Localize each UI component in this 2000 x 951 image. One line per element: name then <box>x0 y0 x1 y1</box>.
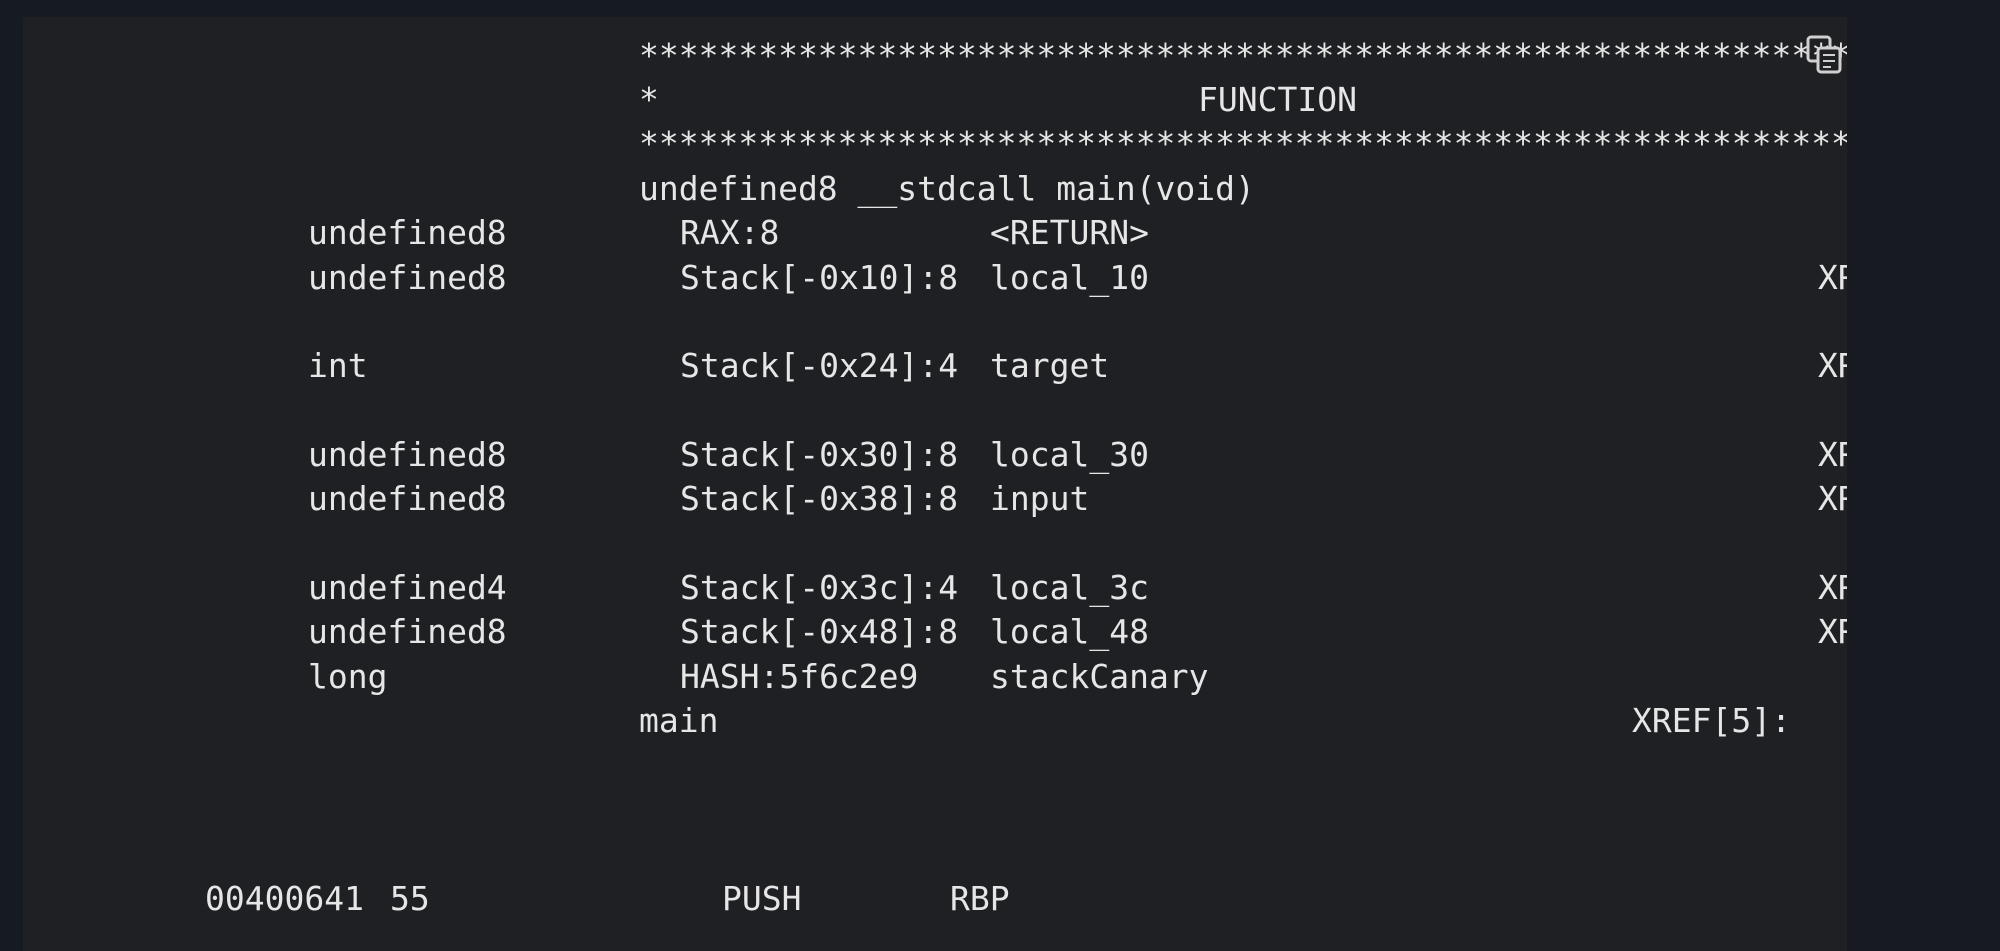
stars-top: ****************************************… <box>639 36 1870 75</box>
param-type: undefined8 <box>308 612 507 651</box>
param-storage: Stack[-0x48]:8 <box>680 612 959 651</box>
outer-margin <box>1847 0 2000 951</box>
instruction-mnemonic: PUSH <box>722 879 802 918</box>
param-name: stackCanary <box>990 657 1209 696</box>
param-name: local_30 <box>990 435 1149 474</box>
label-xref[interactable]: XREF[5]: <box>1632 701 1791 740</box>
param-storage: Stack[-0x10]:8 <box>680 258 959 297</box>
stars-bottom: ****************************************… <box>639 124 1870 163</box>
param-type: undefined8 <box>308 213 507 252</box>
param-type: undefined8 <box>308 479 507 518</box>
param-storage: HASH:5f6c2e9 <box>680 657 919 696</box>
param-name: target <box>990 346 1110 385</box>
function-signature: undefined8 __stdcall main(void) <box>639 169 1255 208</box>
param-name: local_10 <box>990 258 1149 297</box>
instruction-bytes: 55 <box>390 879 430 918</box>
param-name: local_48 <box>990 612 1149 651</box>
param-name: local_3c <box>990 568 1149 607</box>
param-storage: Stack[-0x24]:4 <box>680 346 959 385</box>
param-name: input <box>990 479 1090 518</box>
param-type: undefined8 <box>308 258 507 297</box>
param-storage: Stack[-0x30]:8 <box>680 435 959 474</box>
function-label-name[interactable]: main <box>639 701 719 740</box>
code-block: ****************************************… <box>23 17 1870 951</box>
function-label: FUNCTION <box>1198 80 1357 119</box>
star-prefix: * <box>639 80 659 119</box>
param-name: <RETURN> <box>990 213 1149 252</box>
param-type: undefined4 <box>308 568 507 607</box>
param-storage: Stack[-0x38]:8 <box>680 479 959 518</box>
instruction-address[interactable]: 00400641 <box>205 879 364 918</box>
param-storage: Stack[-0x3c]:4 <box>680 568 959 607</box>
param-type: long <box>308 657 388 696</box>
copy-icon[interactable] <box>1803 33 1847 77</box>
param-type: int <box>308 346 368 385</box>
param-storage: RAX:8 <box>680 213 780 252</box>
param-type: undefined8 <box>308 435 507 474</box>
instruction-operand: RBP <box>950 879 1010 918</box>
